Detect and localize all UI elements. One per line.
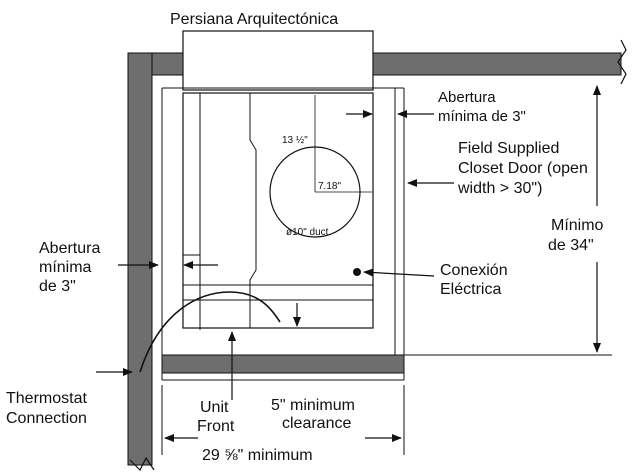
min34-label-2: de 34" [548,237,594,254]
clearance-label-1: 5" minimum [271,397,355,414]
electric-label-2: Eléctrica [440,281,501,298]
top-opening-label-1: Abertura [438,89,496,106]
unit-front-label-2: Front [197,418,235,435]
electrical-dot-icon [353,268,361,276]
unit-front-label-1: Unit [200,399,229,416]
diagram-title: Persiana Arquitectónica [170,11,338,28]
dim-13-5-label: 13 ½" [282,135,308,146]
left-opening-label-3: de 3" [39,278,76,295]
thermostat-label-1: Thermostat [6,390,87,407]
ceiling-wall-right [372,52,622,76]
architectural-louver [182,30,374,91]
break-line-bottom [129,456,155,472]
top-opening-label-2: mínima de 3" [438,108,526,125]
width-dimension-label: 29 ⅝" minimum [202,447,313,464]
min34-label-1: Mínimo [551,217,604,234]
floor-slab [161,354,405,374]
dim-7-18-label: 7.18" [318,181,341,192]
closet-label-2: Closet Door (open [458,160,588,177]
closet-label-3: width > 30") [457,180,542,197]
left-opening-label-1: Abertura [39,240,100,257]
left-opening-label-2: mínima [39,259,92,276]
clearance-label-2: clearance [282,415,351,432]
duct-label: ø10" duct [286,227,329,238]
unit-drawer [199,299,374,329]
closet-label-1: Field Supplied [458,140,559,157]
left-wall [127,52,153,466]
unit-partition [249,93,257,328]
thermostat-cable [139,291,281,373]
electric-label-1: Conexión [440,262,508,279]
electrical-arrow [363,268,435,277]
thermostat-label-2: Connection [6,410,87,427]
break-line-right [617,39,627,85]
